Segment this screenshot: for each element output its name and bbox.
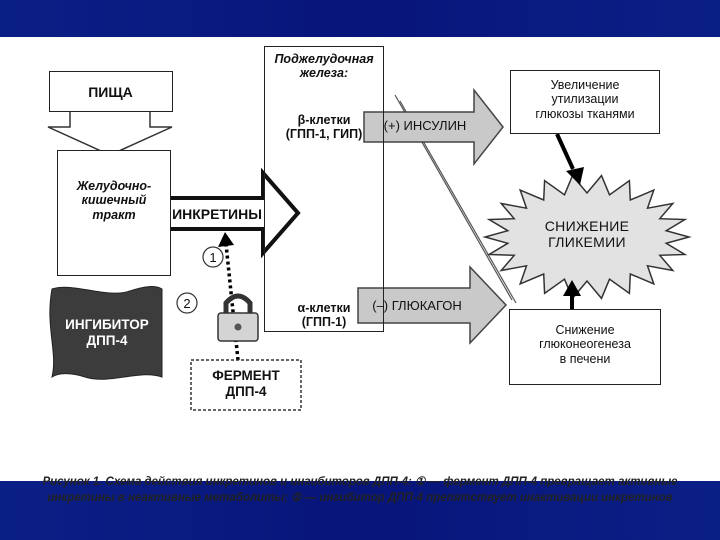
gluconeogenesis-box: Снижение глюконеогенеза в печени <box>509 309 661 385</box>
figure-caption: Рисунок 1. Схема действия инкретинов и и… <box>42 476 678 505</box>
padlock-keyhole <box>234 323 242 331</box>
pancreas-box: Поджелудочная железа: β-клетки (ГПП-1, Г… <box>264 46 384 332</box>
gluconeogenesis-label: Снижение глюконеогенеза в печени <box>539 323 631 366</box>
gut-label: Желудочно- кишечный тракт <box>76 179 152 222</box>
bottom-blue-band <box>0 481 720 540</box>
marker-two: 2 <box>183 296 190 311</box>
gut-box: Желудочно- кишечный тракт <box>57 150 171 276</box>
glucagon-label: (–) ГЛЮКАГОН <box>372 298 462 313</box>
incretins-arrow-shape <box>158 167 301 259</box>
padlock-shackle <box>223 293 253 315</box>
black-arrow-head <box>563 280 581 296</box>
inhibitor-shape <box>49 286 163 380</box>
insulin-arrow-shape <box>363 87 504 167</box>
slide-canvas: 1 2 ПИЩА Желудочно- кишечный тракт Подже… <box>0 37 720 504</box>
food-label: ПИЩА <box>88 84 133 100</box>
glycemia-label: СНИЖЕНИЕ ГЛИКЕМИИ <box>544 218 630 251</box>
black-arrow-line <box>555 133 575 170</box>
food-down-arrow <box>47 110 173 156</box>
marker-two-circle <box>176 292 198 314</box>
glucose-utilization-box: Увеличение утилизации глюкозы тканями <box>510 70 660 134</box>
enzyme-label: ФЕРМЕНТ ДПП-4 <box>212 368 280 399</box>
enzyme-box <box>190 359 302 411</box>
incretins-label: ИНКРЕТИНЫ <box>172 206 262 222</box>
alpha-cells-label: α-клетки (ГПП-1) <box>297 301 351 330</box>
marker-one: 1 <box>209 250 216 265</box>
glycemia-burst-shape <box>482 174 692 300</box>
black-arrow-head <box>566 167 584 185</box>
top-blue-band <box>0 0 720 37</box>
glucagon-arrow-shape <box>357 265 508 345</box>
pancreas-title: Поджелудочная железа: <box>274 52 374 81</box>
dotted-arrow-head <box>218 232 234 247</box>
insulin-label: (+) ИНСУЛИН <box>383 118 467 133</box>
beta-cells-label: β-клетки (ГПП-1, ГИП) <box>285 113 363 142</box>
inhibitor-label: ИНГИБИТОР ДПП-4 <box>65 317 149 348</box>
marker-one-circle <box>202 246 224 268</box>
glucose-utilization-label: Увеличение утилизации глюкозы тканями <box>535 78 635 121</box>
food-box: ПИЩА <box>49 71 173 112</box>
diagram-graphics: 1 2 <box>47 87 692 411</box>
